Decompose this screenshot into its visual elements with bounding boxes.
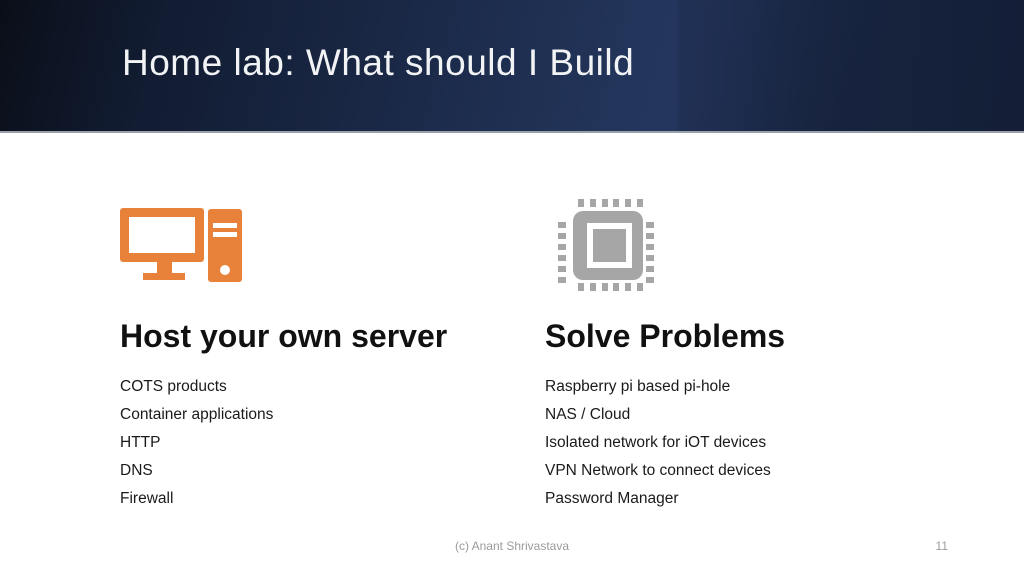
list-item: HTTP bbox=[120, 434, 161, 451]
list-item: COTS products bbox=[120, 378, 227, 395]
page-number: 11 bbox=[935, 539, 948, 553]
list-item: VPN Network to connect devices bbox=[545, 462, 771, 479]
list-item: Raspberry pi based pi-hole bbox=[545, 378, 731, 395]
column-heading: Solve Problems bbox=[545, 318, 786, 354]
slide-header: Home lab: What should I Build bbox=[0, 0, 1024, 133]
column-heading: Host your own server bbox=[120, 318, 448, 354]
list-item: DNS bbox=[120, 462, 153, 479]
slide-title: Home lab: What should I Build bbox=[122, 42, 635, 83]
list-item: Isolated network for iOT devices bbox=[545, 434, 767, 451]
cpu-chip-icon bbox=[558, 198, 654, 291]
list-item: NAS / Cloud bbox=[545, 406, 631, 423]
list-item: Firewall bbox=[120, 490, 174, 507]
list-item: Container applications bbox=[120, 406, 274, 423]
copyright-text: (c) Anant Shrivastava bbox=[454, 539, 570, 553]
desktop-computer-icon bbox=[120, 207, 244, 282]
column-list: Raspberry pi based pi-hole NAS / Cloud I… bbox=[545, 373, 965, 513]
column-list: COTS products Container applications HTT… bbox=[120, 373, 520, 513]
list-item: Password Manager bbox=[545, 490, 679, 507]
